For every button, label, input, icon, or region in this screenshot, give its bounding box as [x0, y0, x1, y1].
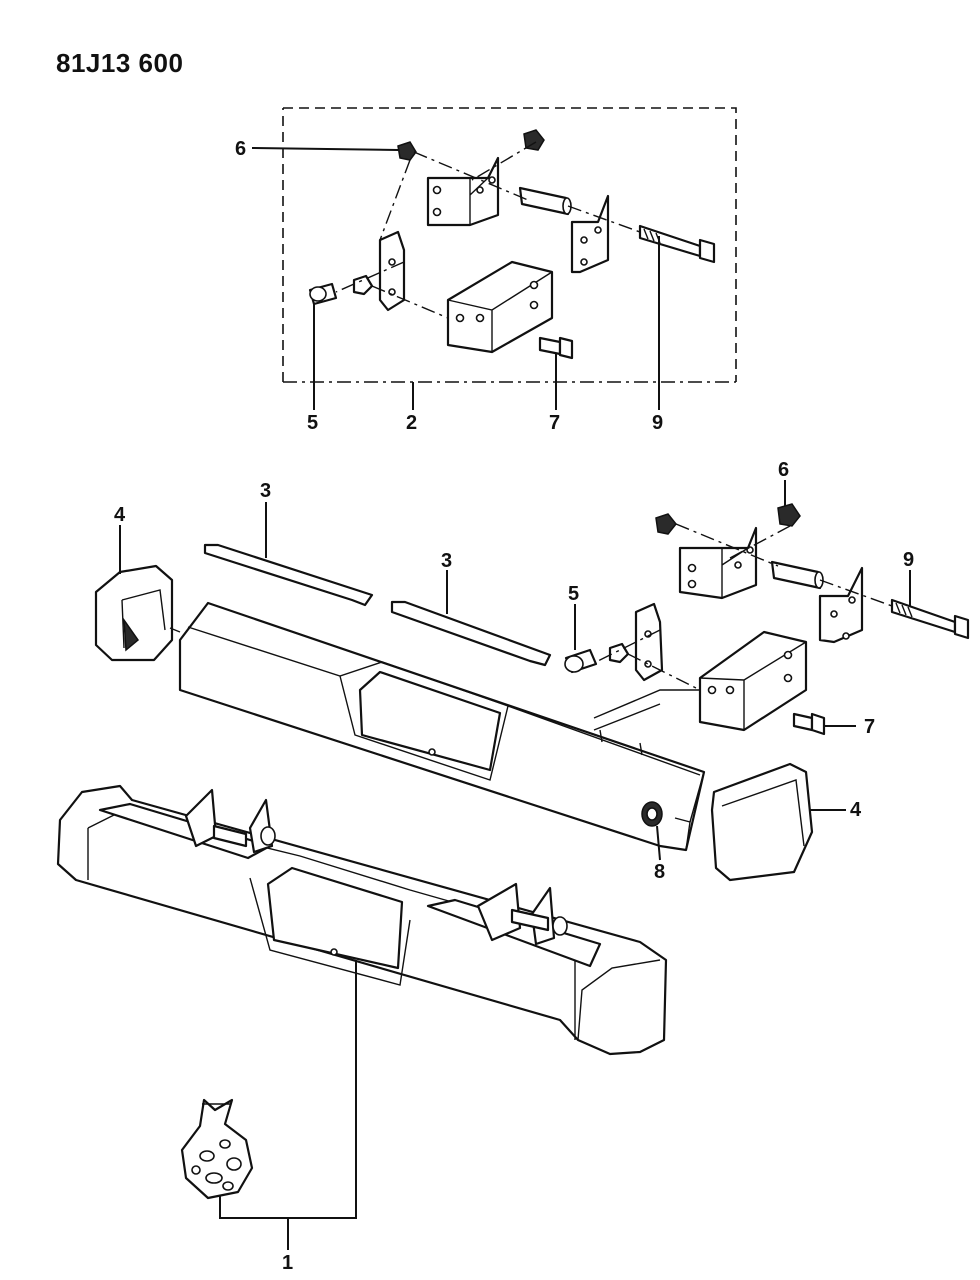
end-cap-right — [710, 762, 814, 882]
kit-spacer — [518, 186, 572, 216]
kit-long-bolt — [638, 224, 716, 264]
callout-3: 3 — [441, 550, 453, 572]
upper-bumper-bar — [178, 601, 706, 852]
callout-2: 2 — [406, 412, 418, 434]
right-carriage-bolt — [564, 648, 598, 674]
end-cap-left — [94, 564, 174, 662]
callout-4: 4 — [114, 504, 126, 526]
end-bolt — [641, 801, 663, 827]
kit-upper-bracket — [426, 156, 500, 227]
callout-5: 5 — [568, 583, 580, 605]
right-spacer — [770, 560, 824, 590]
callout-4: 4 — [850, 799, 862, 821]
bracket-kit-frame — [282, 107, 737, 383]
callout-1: 1 — [282, 1252, 294, 1274]
filler-strip-left — [203, 543, 374, 607]
right-short-bolt — [792, 712, 826, 736]
right-long-bolt — [890, 598, 970, 640]
filler-strip-right — [390, 600, 552, 667]
lower-bumper-assembly — [56, 784, 668, 1056]
callout-8: 8 — [654, 861, 666, 883]
callout-9: 9 — [903, 549, 915, 571]
right-side-plate — [818, 566, 864, 644]
right-nut-left — [655, 513, 677, 535]
callout-5: 5 — [307, 412, 319, 434]
callout-9: 9 — [652, 412, 664, 434]
kit-carriage-bolt — [308, 282, 338, 306]
kit-lock-nut — [352, 274, 374, 296]
right-upper-bracket — [678, 526, 758, 600]
callout-7: 7 — [549, 412, 561, 434]
right-nut-right — [777, 503, 801, 527]
right-angle-bracket — [698, 630, 808, 732]
diagram-code: 81J13 600 — [56, 48, 184, 78]
kit-angle-bracket — [446, 260, 554, 354]
callout-6: 6 — [235, 138, 247, 160]
kit-short-bolt — [538, 336, 574, 360]
kit-side-plate — [570, 194, 610, 274]
hardware-bag — [180, 1098, 254, 1200]
callout-6: 6 — [778, 459, 790, 481]
callout-3: 3 — [260, 480, 272, 502]
callout-7: 7 — [864, 716, 876, 738]
kit-nut-right — [523, 129, 545, 151]
kit-nut-left — [397, 141, 417, 161]
